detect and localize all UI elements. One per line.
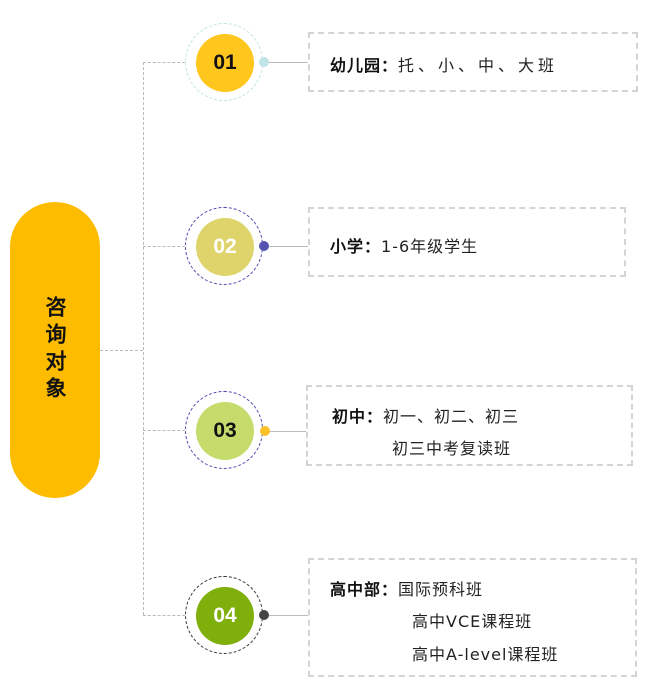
item-title: 高中部： xyxy=(330,580,399,599)
item-line: 国际预科班 xyxy=(398,580,484,599)
center-label: 咨询对象 xyxy=(43,296,67,404)
branch-3 xyxy=(143,430,185,431)
item-box-01: 幼儿园：托、小、中、大班 xyxy=(308,32,638,92)
trunk-line xyxy=(143,62,144,615)
node-circle-01: 01 xyxy=(185,23,263,101)
branch-1 xyxy=(143,62,185,63)
connector-center xyxy=(100,350,143,351)
item-line: 高中VCE课程班 xyxy=(412,612,533,631)
node-number: 04 xyxy=(196,587,254,645)
item-title: 初中： xyxy=(332,407,384,426)
connector-dot xyxy=(259,610,269,620)
item-title: 小学： xyxy=(330,237,382,256)
node-number: 03 xyxy=(196,402,254,460)
item-box-02: 小学：1-6年级学生 xyxy=(308,207,626,277)
center-topic-pill: 咨询对象 xyxy=(10,202,100,498)
node-circle-04: 04 xyxy=(185,576,263,654)
branch-4 xyxy=(143,615,185,616)
branch-2 xyxy=(143,246,185,247)
connector-line xyxy=(269,62,308,63)
item-line: 1-6年级学生 xyxy=(381,237,479,256)
item-line: 初三中考复读班 xyxy=(392,439,512,458)
item-line: 初一、初二、初三 xyxy=(383,407,520,426)
item-line: 托、小、中、大班 xyxy=(398,56,559,75)
node-circle-03: 03 xyxy=(185,391,263,469)
connector-dot xyxy=(259,57,269,67)
connector-line xyxy=(270,431,306,432)
item-box-03: 初中：初一、初二、初三 初三中考复读班 xyxy=(306,385,633,466)
node-circle-02: 02 xyxy=(185,207,263,285)
item-box-04: 高中部：国际预科班 高中VCE课程班 高中A-level课程班 xyxy=(308,558,637,677)
item-line: 高中A-level课程班 xyxy=(412,645,559,664)
connector-line xyxy=(269,246,308,247)
connector-line xyxy=(269,615,308,616)
node-number: 02 xyxy=(196,218,254,276)
connector-dot xyxy=(260,426,270,436)
connector-dot xyxy=(259,241,269,251)
node-number: 01 xyxy=(196,34,254,92)
item-title: 幼儿园： xyxy=(330,56,399,75)
